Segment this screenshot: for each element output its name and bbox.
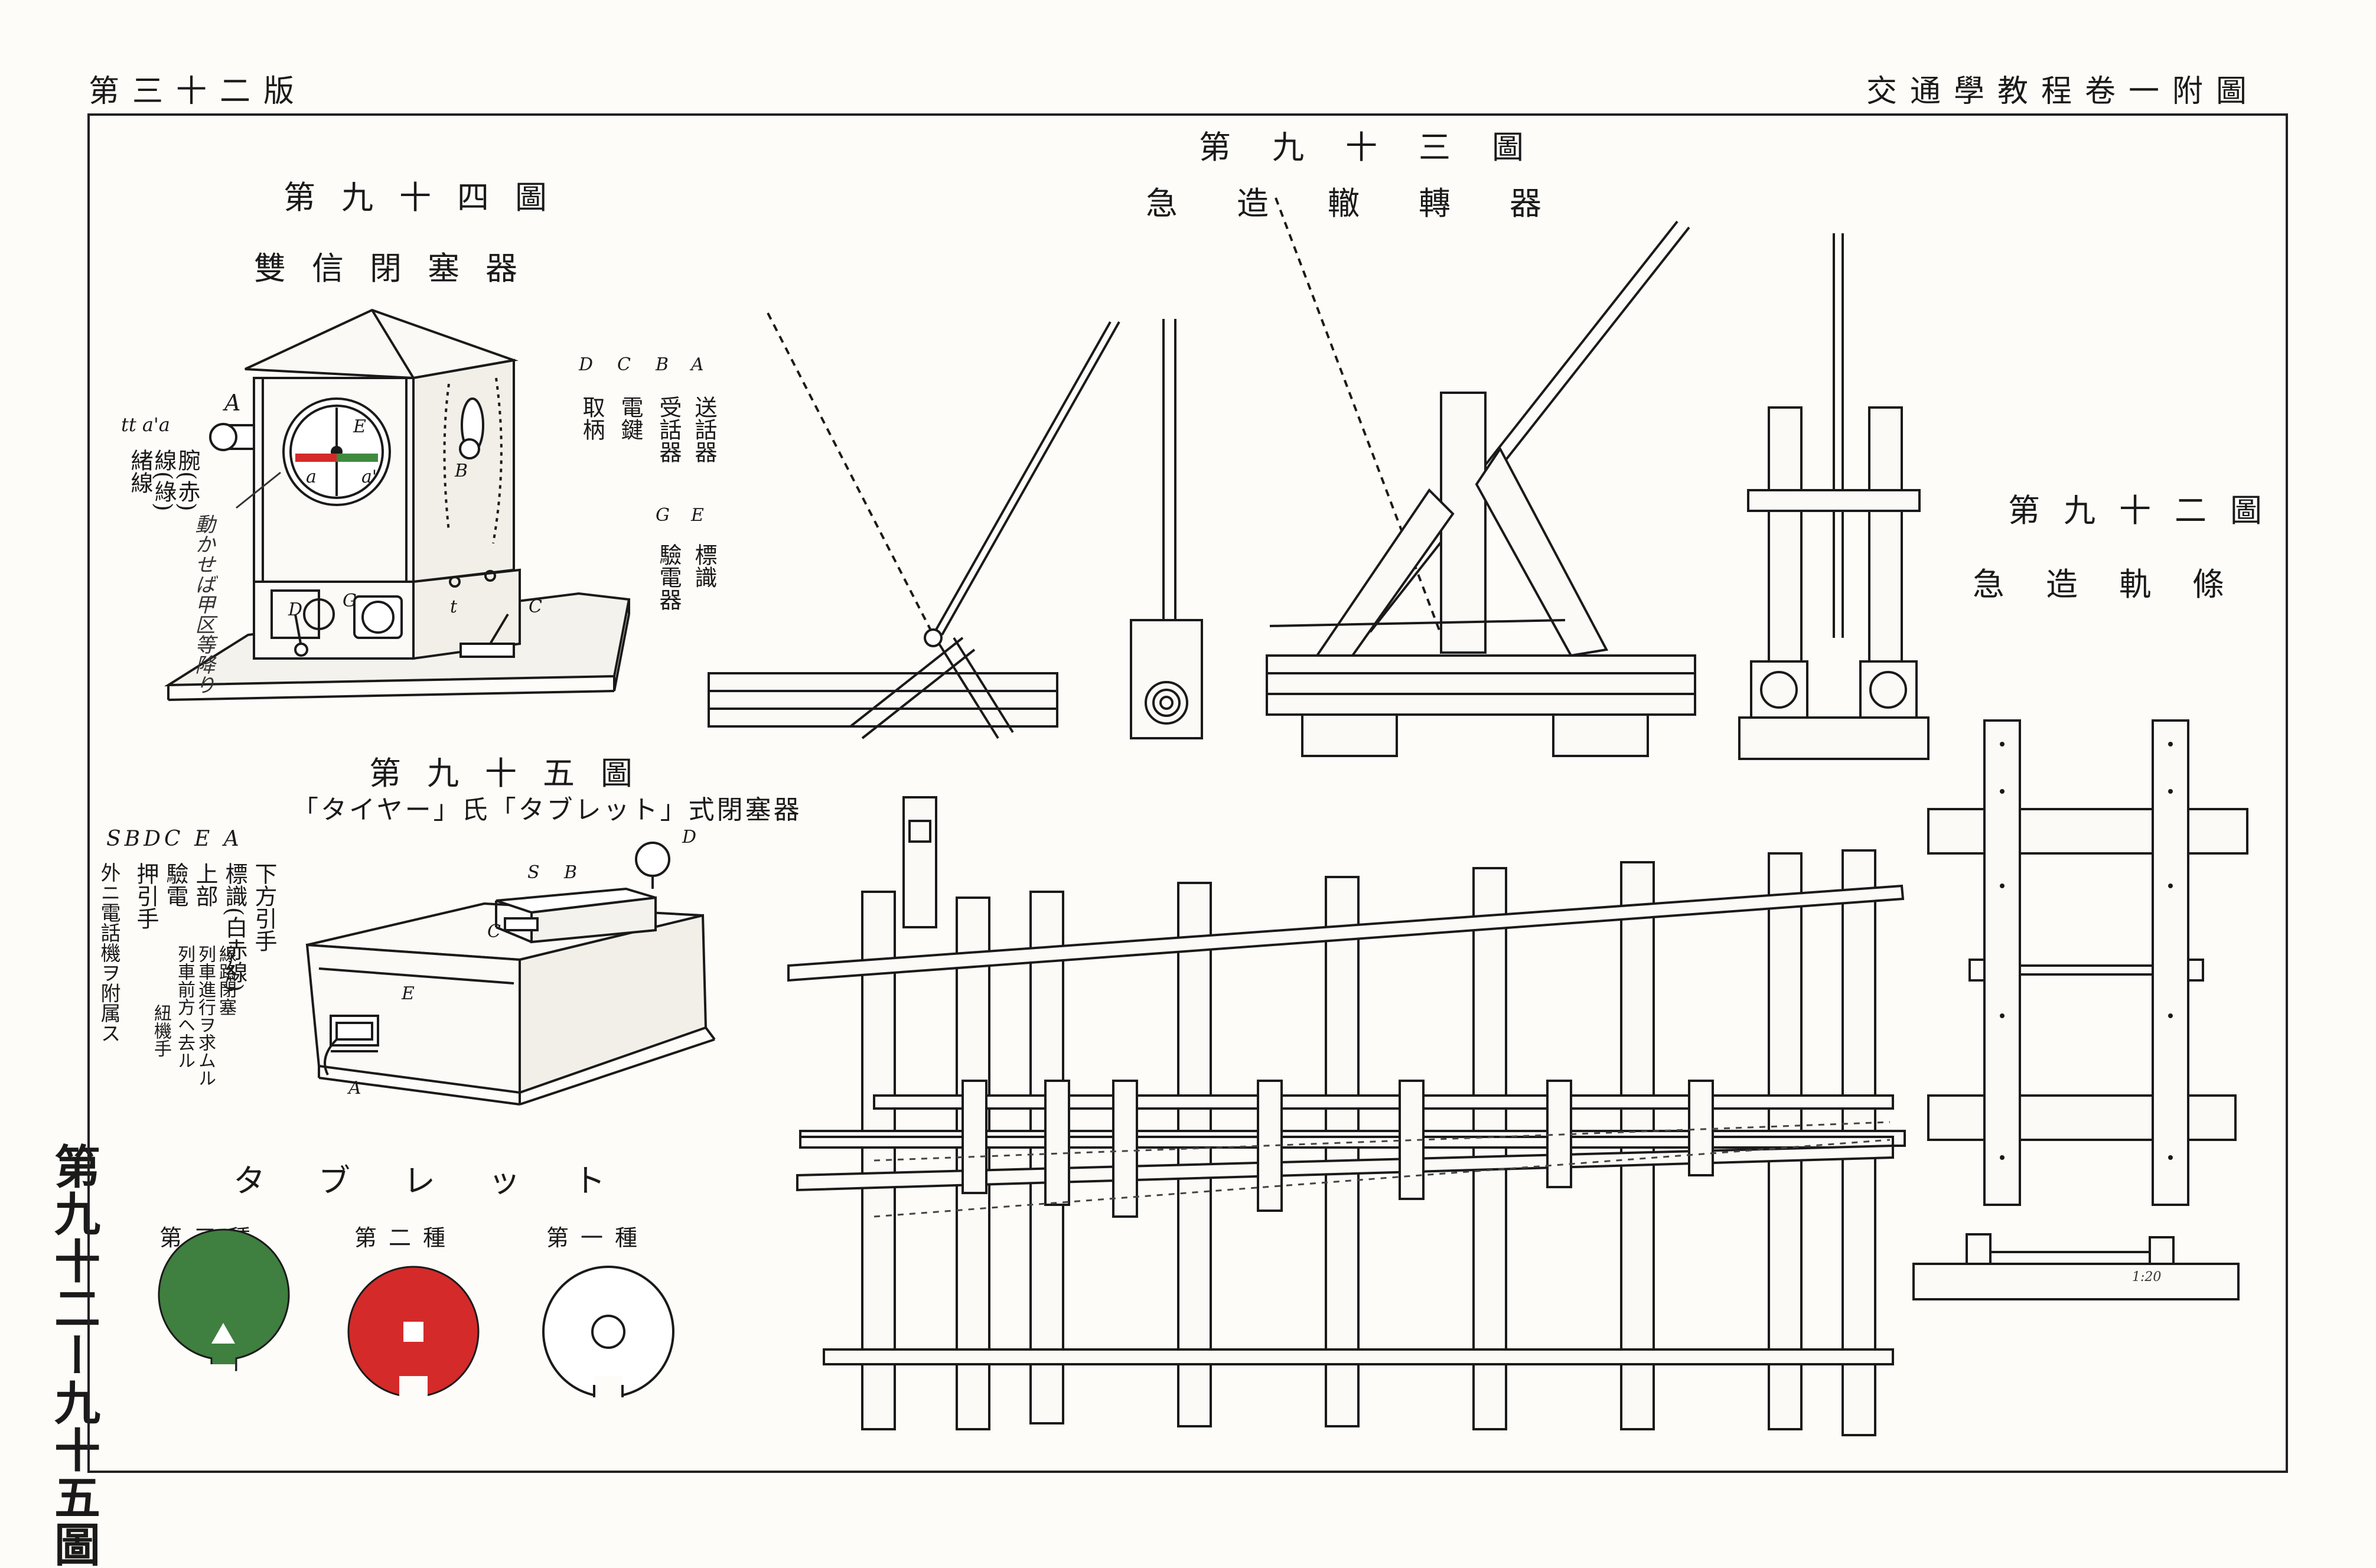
fig94-legend-term-d: 取柄 [579, 396, 605, 441]
fig95-tag-a: A [348, 1078, 361, 1098]
fig95-note-3: 列車前方ヘ去ル [174, 945, 195, 1069]
fig94-legend-id-c: C [617, 354, 631, 375]
fig95-legend-term-d: 驗電 [162, 862, 188, 907]
fig94-tag-d: D [288, 599, 303, 620]
fig92-title: 急造軌條 [1973, 566, 2266, 603]
fig94-tag-e: E [353, 416, 366, 437]
fig95-number: 第九十五圖 [369, 755, 659, 792]
fig93-title: 急造轍轉器 [1146, 185, 1601, 222]
fig95-tag-d: D [682, 827, 697, 847]
fig95-note-2: 列車進行ヲ求ムル [195, 945, 216, 1087]
fig94-legend-id-d: D [579, 354, 594, 375]
fig94-left-term-2: 線(綠) [151, 449, 177, 511]
plate-number: 第三十二版 [89, 74, 308, 109]
fig94-legend-id-e: E [691, 505, 704, 526]
fig94-legend-term-a: 送話器 [691, 396, 717, 463]
fig94-legend-term-b: 受話器 [656, 396, 682, 463]
fig94-number: 第九十四圖 [283, 179, 573, 216]
side-caption: 第九十二ー九十五圖 [47, 1143, 100, 1568]
fig94-title: 雙信閉塞器 [254, 250, 543, 287]
fig95-legend-term-b: 押引手 [133, 862, 159, 930]
fig94-tag-a: A [224, 390, 241, 416]
fig95-tag-e: E [402, 983, 415, 1004]
fig95-note-1: 線路閉塞 [216, 945, 236, 1016]
fig94-legend: A 送話器 B 受話器 C 電鍵 D 取柄 E 標識 G 驗電器 [567, 354, 721, 661]
fig95-tag-s: S [527, 862, 540, 883]
fig94-tag-g: G [343, 591, 357, 611]
plate-frame [87, 113, 2288, 1473]
fig95-tag-c: C [487, 921, 501, 942]
fig95-note-4: 紐機手 [151, 1004, 171, 1057]
fig93-number: 第九十三圖 [1199, 129, 1565, 166]
fig94-tag-t: t [450, 596, 458, 617]
tablet-type-3-label: 第三種 [159, 1225, 263, 1251]
fig95-legend-term-e: 標識(白赤線) [221, 862, 247, 992]
fig94-tag-c: C [529, 596, 542, 617]
fig95-legend-term-s: 外ニ電話機ヲ附属ス [97, 862, 120, 1043]
fig95-tag-b: B [564, 862, 578, 883]
fig94-legend-id-g: G [656, 505, 670, 526]
fig94-legend-term-e: 標識 [691, 543, 717, 588]
fig92-scale-note: 1:20 [2132, 1270, 2162, 1285]
fig94-tag-a-prime: a' [361, 467, 377, 487]
fig94-legend-term-g: 驗電器 [656, 543, 682, 611]
tablet-type-1-label: 第一種 [546, 1225, 650, 1251]
tablet-type-2-label: 第二種 [354, 1225, 458, 1251]
fig94-left-term-3: 緒線 [127, 449, 153, 494]
fig95-title: 「タイヤー」氏「タブレット」式閉塞器 [292, 795, 802, 825]
fig94-legend-id-b: B [656, 354, 669, 375]
book-title: 交通學教程卷一附圖 [1866, 74, 2260, 109]
fig95-legend-term-c: 上部 [192, 862, 218, 907]
fig92-number: 第九十二圖 [2008, 492, 2286, 529]
fig95-legend-term-a: 下方引手 [251, 862, 277, 952]
fig94-tag-a-small: a [306, 467, 317, 487]
fig94-handwritten-note: 動かせば甲区等降り [191, 514, 215, 695]
fig94-legend-id-a: A [691, 354, 704, 375]
fig94-tag-b: B [455, 461, 468, 481]
fig94-left-codes: tt a'a [121, 413, 170, 436]
fig94-left-term-1: 腕(赤) [174, 449, 200, 511]
fig95-codes: SBDC E A [106, 827, 243, 851]
fig94-legend-term-c: 電鍵 [617, 396, 643, 441]
tablet-title: タブレット [233, 1162, 659, 1199]
